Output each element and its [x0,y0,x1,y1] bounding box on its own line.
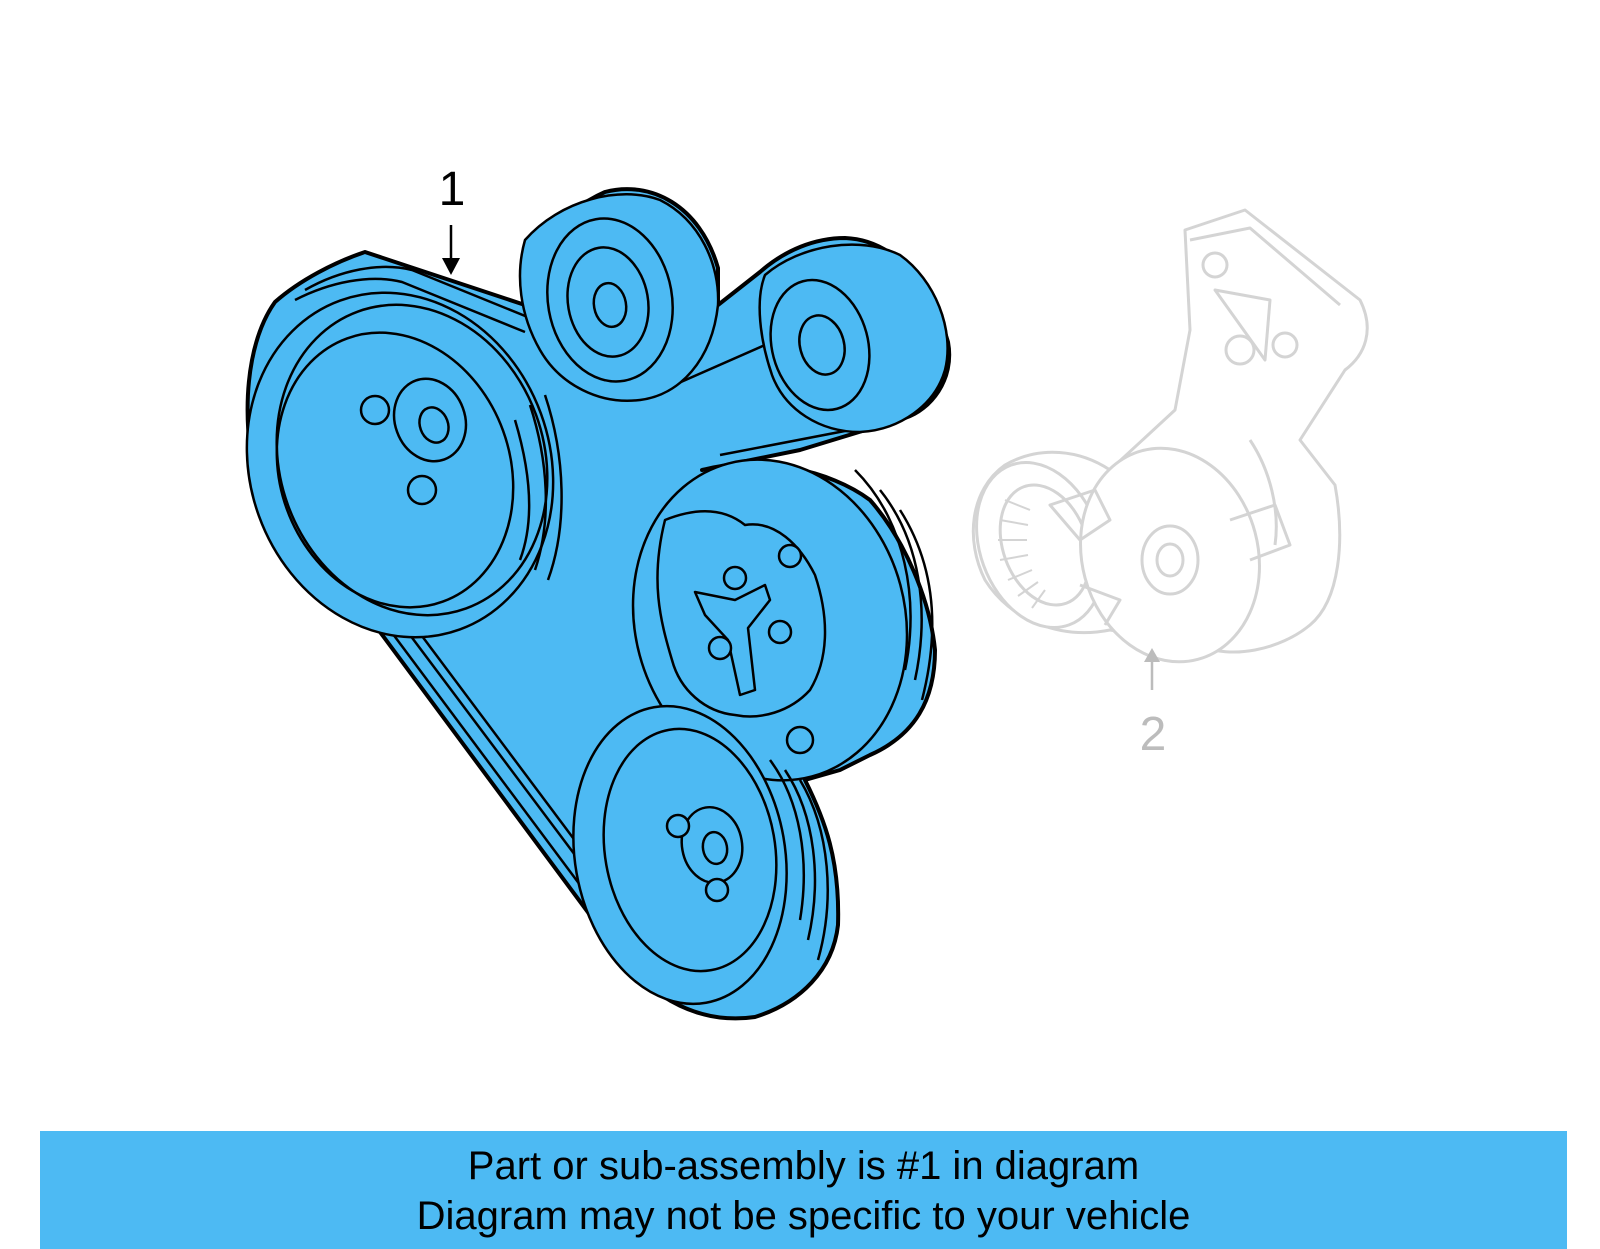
callout-1: 1 [439,163,466,275]
callout-2-label: 2 [1140,708,1167,761]
ac-compressor-pulley [631,458,934,782]
info-banner: Part or sub-assembly is #1 in diagram Di… [40,1131,1567,1249]
belt-rib [294,277,526,334]
belt-rib [304,265,536,322]
belt-rib [394,614,606,896]
part-2-belt-tensioner[interactable] [955,208,1369,682]
belt-rib [719,428,851,457]
part-1-belt-assembly[interactable] [199,187,952,1021]
idler-pulley-top [518,193,720,402]
banner-line-2: Diagram may not be specific to your vehi… [416,1194,1191,1238]
idler-pulley-right [758,243,949,434]
power-steering-pulley [572,704,829,1006]
callout-2: 2 [1140,648,1167,761]
crankshaft-pulley [245,291,563,639]
callout-1-label: 1 [439,163,466,216]
banner-line-1: Part or sub-assembly is #1 in diagram [467,1144,1140,1188]
belt-rib [373,609,597,906]
